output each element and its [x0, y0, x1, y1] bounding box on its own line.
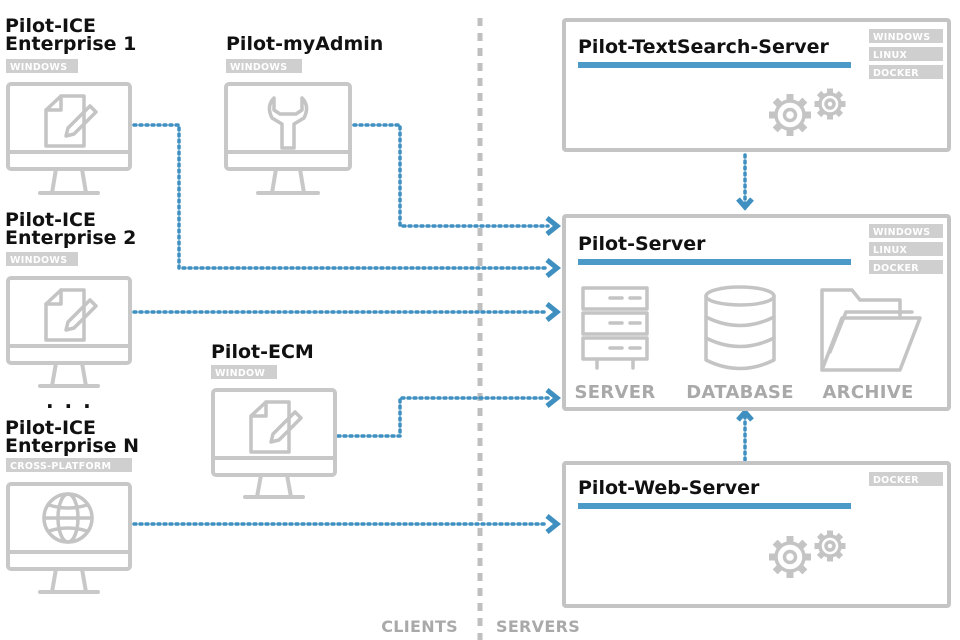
platform-badge: WINDOWS [873, 32, 930, 43]
client-ecm: Pilot-ECM WINDOW [211, 341, 337, 499]
server-title: Pilot-Web-Server [578, 477, 760, 499]
accent-bar [578, 503, 851, 509]
client-ice-enterprise-2: Pilot-ICE Enterprise 2 WINDOWS [5, 209, 136, 388]
server-main: Pilot-Server WINDOWS LINUX DOCKER SERVER [562, 214, 951, 411]
accent-bar [578, 62, 851, 68]
platform-badge: WINDOWS [230, 62, 287, 73]
arrow-myadmin [545, 216, 562, 236]
document-edit-icon [44, 288, 98, 342]
component-label-database: DATABASE [686, 382, 794, 403]
platform-badge: WINDOWS [873, 227, 930, 238]
client-title-line1: Pilot-ICE [5, 417, 96, 439]
platform-badge: WINDOWS [10, 62, 67, 73]
server-textsearch: Pilot-TextSearch-Server WINDOWS LINUX DO… [562, 18, 951, 152]
monitor-icon [6, 276, 132, 388]
accent-bar [578, 259, 851, 265]
client-ice-enterprise-1: Pilot-ICE Enterprise 1 WINDOWS [5, 15, 136, 195]
platform-badge-bg [869, 65, 943, 79]
platform-badge-bg [869, 47, 943, 61]
client-title: Pilot-ECM [211, 341, 314, 363]
wrench-icon [267, 96, 309, 150]
platform-badge-bg [6, 458, 132, 472]
database-icon [704, 285, 776, 371]
component-label-server: SERVER [574, 382, 655, 403]
server-rack-icon [581, 286, 649, 370]
platform-badge-bg [869, 260, 943, 274]
server-frame [562, 18, 951, 152]
client-title-line1: Pilot-ICE [5, 15, 96, 37]
arrow-into-server-bottom [736, 408, 754, 422]
arrow-ice2 [545, 302, 562, 322]
arrow-into-server-top [736, 197, 754, 211]
arrow-ecm [545, 388, 562, 408]
component-label-archive: ARCHIVE [822, 382, 913, 403]
monitor-icon [211, 388, 337, 499]
platform-badge: WINDOWS [10, 255, 67, 266]
zone-label-servers: SERVERS [496, 617, 580, 636]
link-myadmin-to-server [352, 123, 550, 228]
platform-badge: CROSS-PLATFORM [10, 461, 111, 472]
platform-badge: LINUX [873, 50, 907, 61]
platform-badge: WINDOW [215, 368, 265, 379]
platform-badge-bg [6, 59, 78, 73]
client-title-line2: Enterprise N [5, 435, 139, 457]
platform-badge: DOCKER [873, 263, 919, 274]
document-edit-icon [249, 400, 303, 454]
platform-badge-bg [869, 242, 943, 256]
platform-badge-bg [869, 224, 943, 238]
connections [132, 123, 754, 534]
arrow-iceN [545, 514, 562, 534]
platform-badge: DOCKER [873, 68, 919, 79]
platform-badge: LINUX [873, 245, 907, 256]
server-title: Pilot-TextSearch-Server [578, 36, 829, 58]
monitor-icon [224, 82, 352, 195]
link-ice1-to-server [132, 123, 550, 270]
client-title-line1: Pilot-ICE [5, 209, 96, 231]
link-ecm-to-server [336, 396, 550, 438]
platform-badge-bg [226, 59, 302, 73]
arrow-ice1 [545, 258, 562, 278]
client-ice-enterprise-n: Pilot-ICE Enterprise N CROSS-PLATFORM [5, 417, 139, 594]
more-clients-ellipsis: . . . [46, 389, 93, 413]
platform-badge: DOCKER [873, 475, 919, 486]
folder-icon [820, 288, 922, 372]
platform-badge-bg [6, 252, 78, 266]
globe-icon [42, 492, 94, 544]
client-myadmin: Pilot-myAdmin WINDOWS [224, 33, 383, 195]
monitor-icon [6, 482, 132, 594]
client-title-line2: Enterprise 2 [5, 227, 136, 249]
server-title: Pilot-Server [578, 233, 706, 255]
server-web: Pilot-Web-Server DOCKER [562, 461, 951, 608]
client-title-line2: Enterprise 1 [5, 33, 136, 55]
server-frame [562, 461, 951, 608]
document-edit-icon [44, 94, 98, 148]
platform-badge-bg [869, 472, 943, 486]
zone-label-clients: CLIENTS [381, 617, 458, 636]
platform-badge-bg [211, 365, 277, 379]
platform-badge-bg [869, 29, 943, 43]
monitor-icon [6, 82, 132, 195]
client-title: Pilot-myAdmin [226, 33, 383, 55]
